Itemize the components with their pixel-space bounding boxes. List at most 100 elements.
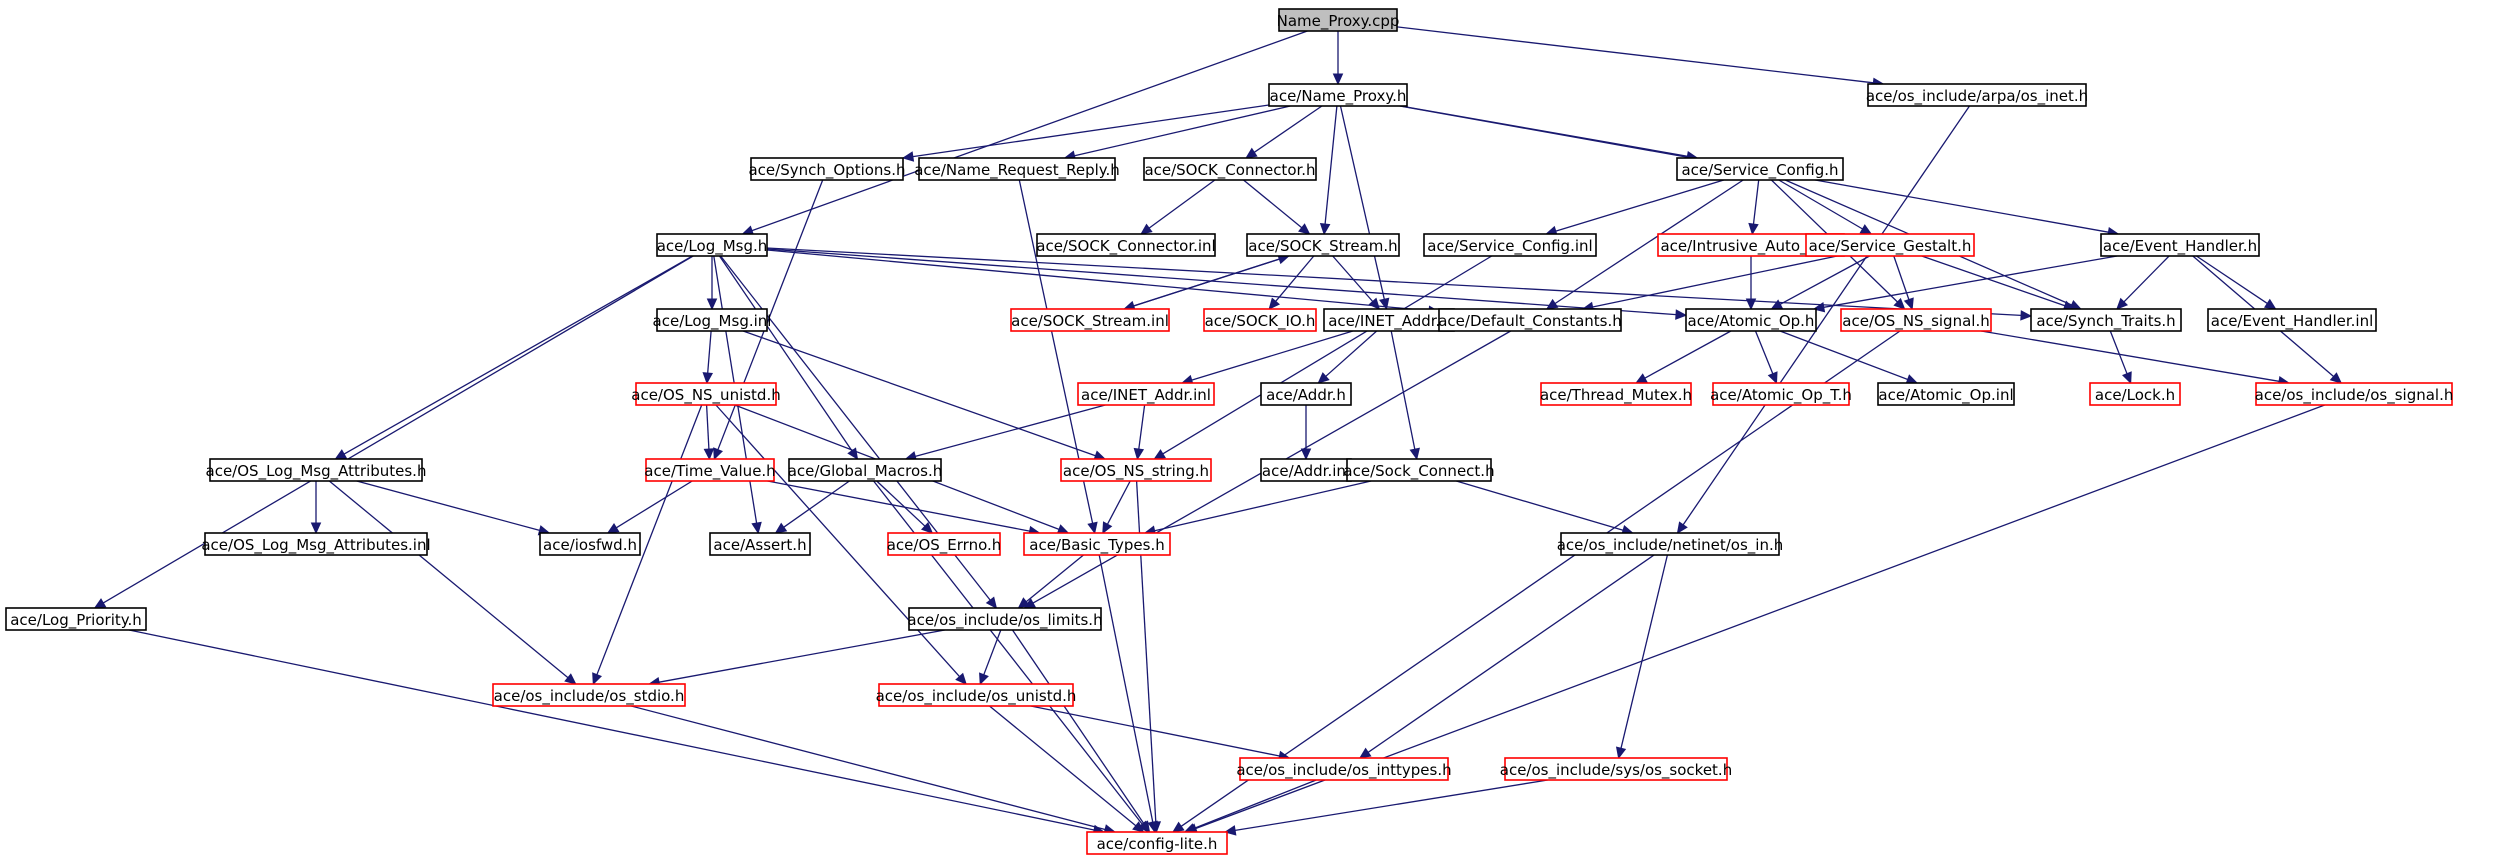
node-synch_traits_h[interactable]: ace/Synch_Traits.h bbox=[2030, 308, 2182, 332]
node-sock_io_h[interactable]: ace/SOCK_IO.h bbox=[1203, 308, 1317, 332]
node-inet_addr_h[interactable]: ace/INET_Addr.h bbox=[1323, 308, 1455, 332]
node-name_request_reply_h[interactable]: ace/Name_Request_Reply.h bbox=[914, 157, 1120, 181]
node-os_socket_h[interactable]: ace/os_include/sys/os_socket.h bbox=[1500, 757, 1732, 781]
node-service_config_inl[interactable]: ace/Service_Config.inl bbox=[1423, 233, 1597, 257]
node-box[interactable] bbox=[1840, 308, 1992, 332]
node-box[interactable] bbox=[1560, 532, 1780, 556]
node-intrusive_auto_ptr_h[interactable]: ace/Intrusive_Auto_Ptr.h bbox=[1657, 233, 1845, 257]
node-os_signal_h[interactable]: ace/os_include/os_signal.h bbox=[2255, 382, 2454, 406]
node-log_msg_inl[interactable]: ace/Log_Msg.inl bbox=[653, 308, 772, 332]
node-box[interactable] bbox=[878, 683, 1074, 707]
node-atomic_op_h[interactable]: ace/Atomic_Op.h bbox=[1685, 308, 1817, 332]
node-box[interactable] bbox=[539, 532, 641, 556]
node-box[interactable] bbox=[918, 157, 1116, 181]
node-inet_addr_inl[interactable]: ace/INET_Addr.inl bbox=[1077, 382, 1215, 406]
node-box[interactable] bbox=[1143, 157, 1317, 181]
node-box[interactable] bbox=[1260, 382, 1352, 406]
node-os_ns_unistd_h[interactable]: ace/OS_NS_unistd.h bbox=[631, 382, 781, 406]
node-box[interactable] bbox=[2207, 308, 2377, 332]
node-addr_inl[interactable]: ace/Addr.inl bbox=[1260, 458, 1352, 482]
node-synch_options_h[interactable]: ace/Synch_Options.h bbox=[748, 157, 906, 181]
node-box[interactable] bbox=[492, 683, 686, 707]
node-box[interactable] bbox=[2089, 382, 2181, 406]
node-box[interactable] bbox=[1540, 382, 1692, 406]
node-default_constants_h[interactable]: ace/Default_Constants.h bbox=[1438, 308, 1622, 332]
node-box[interactable] bbox=[5, 607, 147, 631]
node-box[interactable] bbox=[1685, 308, 1817, 332]
node-box[interactable] bbox=[1712, 382, 1850, 406]
node-box[interactable] bbox=[1504, 757, 1728, 781]
node-box[interactable] bbox=[1278, 8, 1398, 32]
node-os_log_msg_attributes_inl[interactable]: ace/OS_Log_Msg_Attributes.inl bbox=[201, 532, 431, 556]
node-box[interactable] bbox=[656, 233, 768, 257]
node-box[interactable] bbox=[1268, 83, 1408, 107]
node-box[interactable] bbox=[908, 607, 1102, 631]
node-box[interactable] bbox=[209, 458, 423, 482]
node-box[interactable] bbox=[1346, 458, 1492, 482]
node-os_ns_signal_h[interactable]: ace/OS_NS_signal.h bbox=[1840, 308, 1992, 332]
node-box[interactable] bbox=[750, 157, 904, 181]
node-box[interactable] bbox=[1010, 308, 1170, 332]
node-event_handler_h[interactable]: ace/Event_Handler.h bbox=[2100, 233, 2260, 257]
node-box[interactable] bbox=[1676, 157, 1844, 181]
node-box[interactable] bbox=[2030, 308, 2182, 332]
node-os_log_msg_attributes_h[interactable]: ace/OS_Log_Msg_Attributes.h bbox=[206, 458, 427, 482]
node-box[interactable] bbox=[1438, 308, 1622, 332]
node-box[interactable] bbox=[1423, 233, 1597, 257]
node-box[interactable] bbox=[1246, 233, 1400, 257]
node-event_handler_inl[interactable]: ace/Event_Handler.inl bbox=[2207, 308, 2377, 332]
node-box[interactable] bbox=[788, 458, 942, 482]
node-box[interactable] bbox=[645, 458, 775, 482]
node-addr_h[interactable]: ace/Addr.h bbox=[1260, 382, 1352, 406]
node-box[interactable] bbox=[2100, 233, 2260, 257]
node-config_lite_h[interactable]: ace/config-lite.h bbox=[1086, 831, 1228, 855]
node-name_proxy_cpp[interactable]: Name_Proxy.cpp bbox=[1277, 8, 1400, 32]
node-os_inttypes_h[interactable]: ace/os_include/os_inttypes.h bbox=[1236, 757, 1452, 781]
node-box[interactable] bbox=[1086, 831, 1228, 855]
node-basic_types_h[interactable]: ace/Basic_Types.h bbox=[1023, 532, 1171, 556]
node-os_stdio_h[interactable]: ace/os_include/os_stdio.h bbox=[492, 683, 686, 707]
node-sock_connector_inl[interactable]: ace/SOCK_Connector.inl bbox=[1036, 233, 1216, 257]
node-box[interactable] bbox=[1867, 83, 2087, 107]
node-box[interactable] bbox=[1036, 233, 1216, 257]
node-box[interactable] bbox=[635, 382, 777, 406]
node-os_unistd_h[interactable]: ace/os_include/os_unistd.h bbox=[876, 683, 1077, 707]
node-box[interactable] bbox=[709, 532, 811, 556]
node-box[interactable] bbox=[1060, 458, 1212, 482]
node-sock_stream_h[interactable]: ace/SOCK_Stream.h bbox=[1246, 233, 1400, 257]
node-os_errno_h[interactable]: ace/OS_Errno.h bbox=[887, 532, 1002, 556]
node-box[interactable] bbox=[1077, 382, 1215, 406]
node-service_config_h[interactable]: ace/Service_Config.h bbox=[1676, 157, 1844, 181]
node-service_gestalt_h[interactable]: ace/Service_Gestalt.h bbox=[1805, 233, 1975, 257]
edge-service_gestalt_h-to-synch_traits_h bbox=[1921, 255, 2076, 311]
node-iosfwd_h[interactable]: ace/iosfwd.h bbox=[539, 532, 641, 556]
node-label: ace/OS_NS_unistd.h bbox=[631, 386, 780, 405]
node-log_msg_h[interactable]: ace/Log_Msg.h bbox=[656, 233, 768, 257]
node-global_macros_h[interactable]: ace/Global_Macros.h bbox=[788, 458, 943, 482]
node-sock_connect_h[interactable]: ace/Sock_Connect.h bbox=[1343, 458, 1495, 482]
node-log_priority_h[interactable]: ace/Log_Priority.h bbox=[5, 607, 147, 631]
node-box[interactable] bbox=[1203, 308, 1317, 332]
node-sock_stream_inl[interactable]: ace/SOCK_Stream.inl bbox=[1010, 308, 1170, 332]
node-os_limits_h[interactable]: ace/os_include/os_limits.h bbox=[907, 607, 1103, 631]
node-box[interactable] bbox=[1805, 233, 1975, 257]
node-lock_h[interactable]: ace/Lock.h bbox=[2089, 382, 2181, 406]
node-box[interactable] bbox=[1239, 757, 1449, 781]
node-thread_mutex_h[interactable]: ace/Thread_Mutex.h bbox=[1540, 382, 1692, 406]
node-box[interactable] bbox=[656, 308, 768, 332]
node-atomic_op_t_h[interactable]: ace/Atomic_Op_T.h bbox=[1710, 382, 1852, 406]
node-box[interactable] bbox=[1877, 382, 2015, 406]
node-box[interactable] bbox=[204, 532, 428, 556]
node-atomic_op_inl[interactable]: ace/Atomic_Op.inl bbox=[1877, 382, 2015, 406]
node-box[interactable] bbox=[2255, 382, 2453, 406]
node-os_ns_string_h[interactable]: ace/OS_NS_string.h bbox=[1060, 458, 1212, 482]
node-time_value_h[interactable]: ace/Time_Value.h bbox=[644, 458, 776, 482]
node-name_proxy_h[interactable]: ace/Name_Proxy.h bbox=[1268, 83, 1408, 107]
node-assert_h[interactable]: ace/Assert.h bbox=[709, 532, 811, 556]
node-box[interactable] bbox=[887, 532, 1001, 556]
node-os_in_h[interactable]: ace/os_include/netinet/os_in.h bbox=[1557, 532, 1784, 556]
edge-line bbox=[715, 404, 960, 678]
node-os_inet_h[interactable]: ace/os_include/arpa/os_inet.h bbox=[1866, 83, 2088, 107]
node-box[interactable] bbox=[1023, 532, 1171, 556]
node-sock_connector_h[interactable]: ace/SOCK_Connector.h bbox=[1143, 157, 1317, 181]
